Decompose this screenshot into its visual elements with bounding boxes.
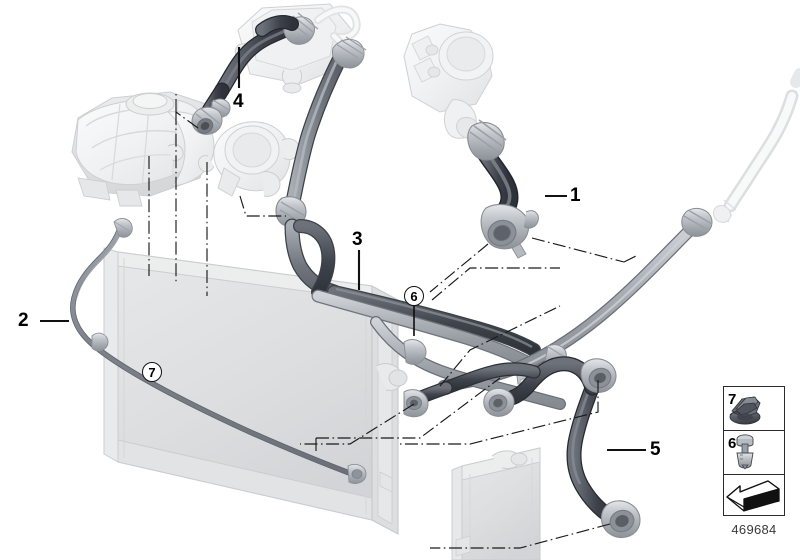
engine-thermostat-housing bbox=[197, 121, 300, 197]
hose-2 bbox=[70, 218, 367, 485]
legend-row-clip: 7 bbox=[724, 387, 784, 431]
callout-leaders bbox=[40, 47, 646, 452]
hose-2-mid-node bbox=[91, 332, 109, 352]
callout-6-circled: 6 bbox=[404, 286, 424, 306]
hose-5-connector-left bbox=[483, 387, 515, 417]
legend-row-arrow bbox=[724, 475, 784, 517]
callout-3: 3 bbox=[352, 229, 363, 250]
auxiliary-radiator bbox=[451, 447, 541, 560]
hose-clip-icon bbox=[729, 396, 761, 425]
expansion-tank bbox=[71, 91, 215, 207]
main-radiator bbox=[103, 247, 408, 535]
direction-arrow-icon bbox=[726, 480, 780, 512]
hose-5-connector-bottom bbox=[600, 500, 641, 538]
hose-2-connector-end bbox=[347, 463, 367, 485]
legend-box: 7 6 bbox=[723, 386, 785, 516]
hose-4 bbox=[191, 12, 319, 135]
callout-7-circled: 7 bbox=[142, 362, 162, 382]
part-number: 469684 bbox=[731, 522, 777, 537]
hose-1 bbox=[467, 119, 539, 259]
callout-4: 4 bbox=[233, 91, 244, 112]
hose-5 bbox=[483, 356, 641, 538]
hose-5-connector-upper bbox=[580, 358, 617, 393]
hose-1-connector-upper bbox=[467, 119, 507, 161]
hose-2-connector-top bbox=[113, 218, 133, 238]
hose-4-connector-lower bbox=[191, 106, 223, 135]
legend-row-rivet: 6 bbox=[724, 431, 784, 475]
leader-lines bbox=[148, 94, 637, 549]
hose-1-connector-lower bbox=[480, 204, 539, 259]
hose-4-upper-branch bbox=[255, 15, 299, 37]
callout-2: 2 bbox=[18, 310, 29, 331]
legend-row-clip-number: 7 bbox=[728, 391, 737, 408]
callout-5: 5 bbox=[650, 439, 661, 460]
hose-3-connector-top bbox=[331, 36, 367, 69]
ghost-hose-right-edge bbox=[712, 68, 800, 223]
coolant-pump-module bbox=[403, 23, 494, 140]
expanding-rivet-icon bbox=[736, 434, 754, 470]
hose-3-lower-branch bbox=[403, 362, 541, 418]
callout-1: 1 bbox=[570, 185, 581, 206]
pipe-connector-top-right bbox=[681, 207, 713, 237]
pipe-lower-connector bbox=[403, 339, 427, 365]
hose-3 bbox=[275, 36, 541, 373]
legend-row-rivet-number: 6 bbox=[728, 435, 737, 452]
